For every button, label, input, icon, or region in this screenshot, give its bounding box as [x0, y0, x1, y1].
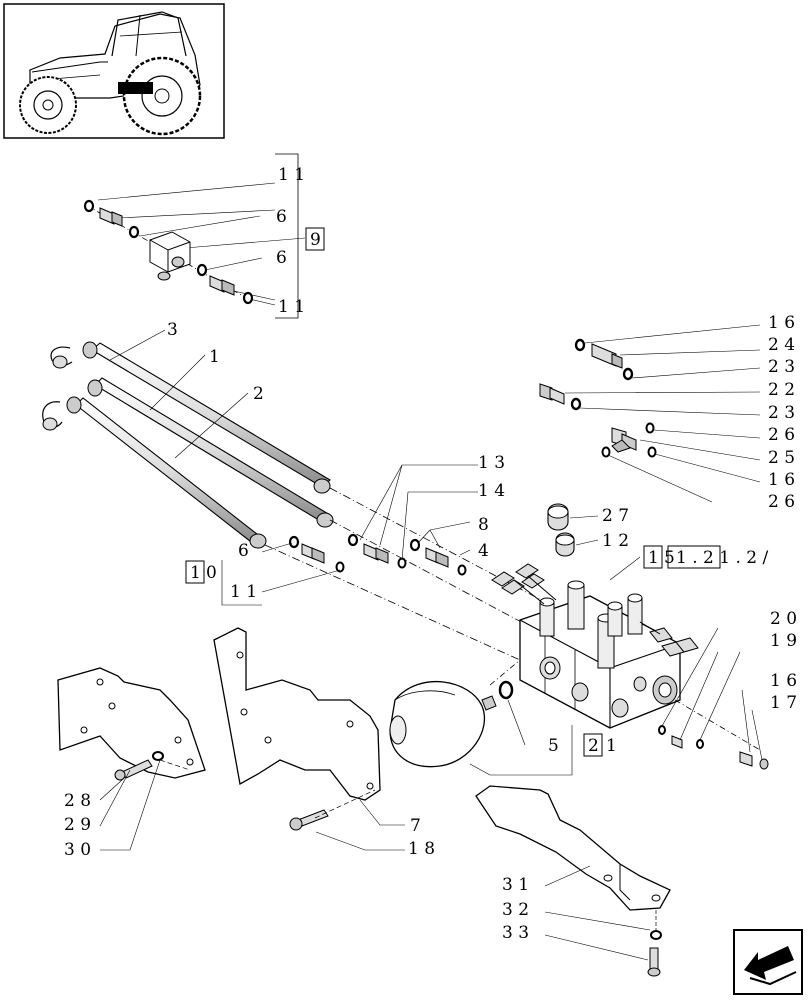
ref-box-21-b: 1 [606, 736, 617, 756]
callout-labels: 1 1 6 6 1 1 3 1 2 1 6 2 4 2 3 2 2 2 3 2 … [64, 165, 797, 943]
top-fitting-group [83, 153, 306, 319]
ref-box-15-b: 5 [664, 548, 675, 568]
callout-5: 5 [548, 736, 559, 756]
callout-27: 2 7 [602, 506, 629, 526]
callout-23-b: 2 3 [768, 403, 795, 423]
accumulator [389, 659, 573, 776]
callout-32: 3 2 [502, 900, 529, 920]
fasteners [99, 751, 662, 977]
callout-18: 1 8 [408, 839, 435, 859]
callout-24: 2 4 [768, 335, 795, 355]
callout-6-top-a: 6 [276, 207, 287, 227]
callout-12: 1 2 [602, 531, 629, 551]
callout-19: 1 9 [770, 631, 797, 651]
callout-16-b: 1 6 [768, 470, 795, 490]
callout-8: 8 [478, 515, 489, 535]
callout-25: 2 5 [768, 448, 795, 468]
callout-16-c: 1 6 [770, 671, 797, 691]
callout-1: 1 [209, 347, 220, 367]
callout-14: 1 4 [478, 481, 505, 501]
callout-3: 3 [167, 320, 178, 340]
callout-6-top-b: 6 [276, 248, 287, 268]
mounting-plates [57, 627, 671, 911]
callout-30: 3 0 [64, 840, 91, 860]
hose-fittings [221, 464, 478, 606]
right-fittings [539, 324, 761, 503]
callout-28: 2 8 [64, 791, 91, 811]
caps [547, 503, 599, 557]
callout-11-top-b: 1 1 [278, 297, 305, 317]
callout-17: 1 7 [770, 693, 797, 713]
callout-7: 7 [410, 816, 421, 836]
ref-box-10-b: 0 [206, 563, 217, 583]
navigation-arrow-icon[interactable] [733, 929, 803, 995]
callout-13: 1 3 [478, 453, 505, 473]
callout-22: 2 2 [768, 380, 795, 400]
callout-11-top: 1 1 [278, 165, 305, 185]
ref-box-21-a: 2 [588, 736, 599, 756]
callout-2: 2 [253, 384, 264, 404]
callout-23-a: 2 3 [768, 357, 795, 377]
callout-33: 3 3 [502, 923, 529, 943]
callout-4: 4 [478, 541, 489, 561]
callout-16-a: 1 6 [768, 313, 795, 333]
callout-29: 2 9 [64, 815, 91, 835]
ref-box-9: 9 [310, 230, 321, 250]
ref-box-10-a: 1 [190, 563, 201, 583]
ref-box-15-a: 1 [648, 548, 659, 568]
ref-code-15: 1 . 2 1 . 2 / [676, 548, 768, 568]
callout-6-left: 6 [238, 541, 249, 561]
callout-11-left: 1 1 [230, 582, 257, 602]
control-valve-block [491, 556, 769, 770]
callout-26-b: 2 6 [768, 492, 795, 512]
callout-20: 2 0 [770, 609, 797, 629]
reference-boxes: 9 1 0 1 5 1 . 2 1 . 2 / 2 1 [185, 227, 768, 757]
hose-assemblies [42, 329, 561, 661]
tractor-thumbnail [3, 3, 225, 139]
callout-26-a: 2 6 [768, 425, 795, 445]
callout-31: 3 1 [502, 875, 529, 895]
